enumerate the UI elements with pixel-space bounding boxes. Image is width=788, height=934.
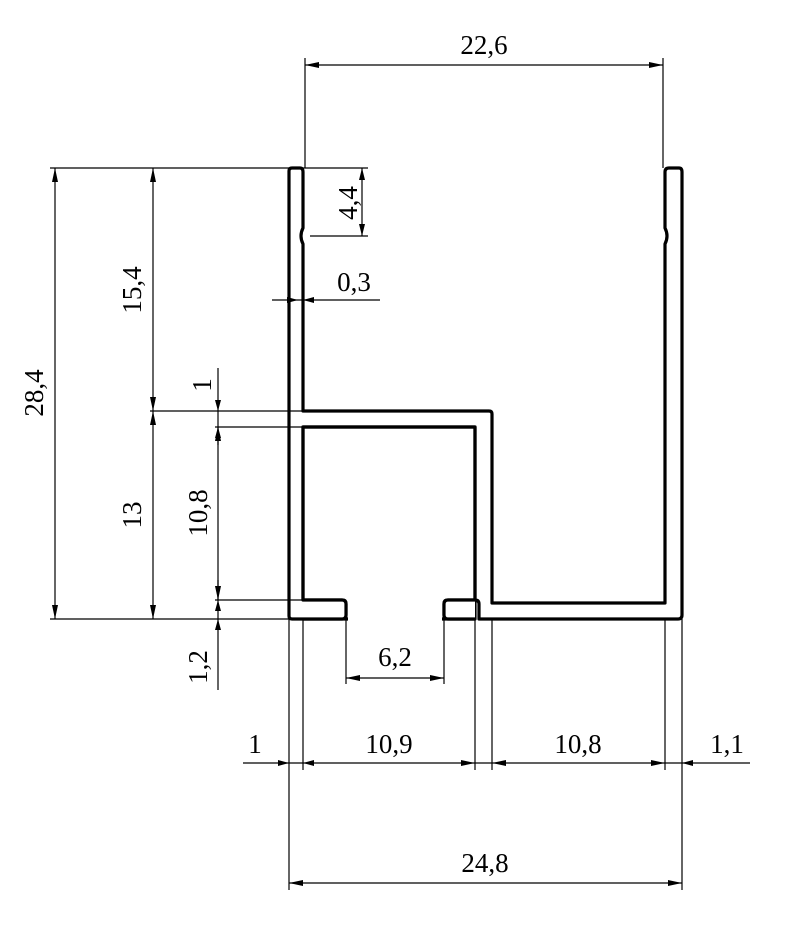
label-upper-height: 15,4	[117, 266, 147, 314]
label-lower-height: 13	[117, 502, 147, 529]
label-slot-width: 6,2	[378, 642, 412, 672]
label-total-width: 24,8	[461, 848, 508, 878]
label-top-width: 22,6	[460, 30, 507, 60]
profile-slot-gap	[348, 602, 442, 622]
label-right-chamber: 10,8	[554, 729, 601, 759]
label-right-wall: 1,1	[710, 729, 744, 759]
profile-slot-right-hook	[442, 598, 475, 621]
label-total-height: 28,4	[19, 369, 49, 417]
label-left-wall: 1	[248, 729, 262, 759]
label-notch-depth: 4,4	[333, 186, 363, 220]
label-notch-offset: 0,3	[337, 267, 371, 297]
label-bottom-thickness: 1,2	[183, 650, 213, 684]
label-inner-height: 10,8	[183, 489, 213, 536]
label-web-thickness: 1	[187, 378, 217, 392]
profile-inner-edge	[301, 425, 477, 603]
profile-slot-left-hook	[303, 598, 348, 621]
label-left-chamber: 10,9	[365, 729, 412, 759]
